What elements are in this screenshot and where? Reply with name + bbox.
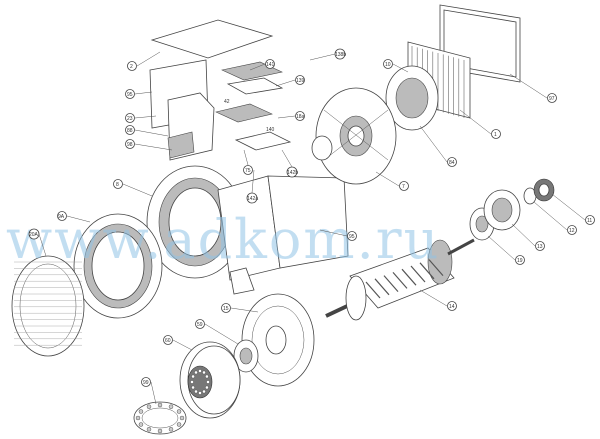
callout-75: 75	[245, 168, 251, 174]
rotor-winding	[401, 268, 417, 286]
callout-11: 11	[587, 218, 592, 224]
callout-88: 88	[127, 128, 133, 134]
bolt	[138, 409, 144, 414]
callout-59: 59	[197, 322, 203, 328]
watermark-text: www.adkom.ru	[6, 208, 440, 271]
bolt	[176, 422, 182, 427]
callout-13: 13	[537, 244, 543, 250]
terminal-plate	[167, 131, 195, 159]
callout-10: 10	[385, 62, 391, 68]
callout-12: 12	[569, 228, 575, 234]
callout-98: 98	[127, 142, 133, 148]
bolt	[146, 404, 152, 409]
disc-hole	[202, 370, 206, 375]
bolt-ring	[133, 401, 187, 435]
rotor-assembly	[325, 238, 475, 321]
bolt	[168, 404, 174, 409]
callout-140: 140	[266, 127, 275, 133]
callout-142b: 142b	[287, 170, 298, 176]
disc-hole	[206, 380, 210, 384]
bolt	[179, 415, 185, 421]
callout-95: 95	[127, 92, 133, 98]
terminal-block-assembly	[215, 61, 292, 151]
callout-99: 99	[143, 380, 149, 386]
stator-frame	[146, 165, 349, 295]
rotor-winding	[410, 265, 426, 283]
disc-hole	[191, 385, 195, 390]
callout-138b: 138b	[335, 52, 346, 58]
bolt	[168, 427, 174, 432]
fan-hub	[233, 339, 259, 373]
disc-hole	[202, 389, 206, 394]
callout-2: 2	[130, 64, 133, 70]
stator-core	[73, 213, 163, 319]
rotor-winding	[419, 262, 435, 280]
mesh-screen	[11, 255, 85, 357]
disc-hole	[191, 374, 195, 379]
callout-14: 14	[449, 304, 455, 310]
bolt	[157, 402, 163, 408]
bolt	[157, 428, 163, 434]
callout-84: 84	[449, 160, 455, 166]
callout-142a: 142a	[247, 196, 258, 202]
cooling-fan	[241, 293, 315, 387]
callout-23: 23	[127, 116, 133, 122]
top-cover-plate	[150, 19, 274, 59]
rotor-winding	[392, 272, 408, 289]
callout-1: 1	[494, 132, 497, 138]
callout-97: 97	[549, 96, 555, 102]
rotor-winding	[383, 275, 399, 292]
bolt	[146, 427, 152, 432]
callout-7: 7	[402, 184, 405, 190]
rotor-winding	[428, 259, 444, 276]
exciter-rotor	[483, 189, 521, 231]
coupling-disc	[179, 341, 241, 419]
bolt	[138, 422, 144, 427]
callout-15: 15	[223, 306, 229, 312]
disc-hole	[205, 385, 209, 390]
disc-hole	[205, 374, 209, 379]
disc-hole	[198, 369, 202, 373]
rotor-winding	[374, 278, 390, 296]
callout-8: 8	[116, 182, 119, 188]
disc-hole	[194, 389, 198, 394]
callout-141: 141	[266, 62, 275, 68]
callout-42: 42	[224, 99, 230, 105]
bearing-seal	[311, 135, 333, 161]
callout-60: 60	[165, 338, 171, 344]
callout-9a: 9A	[58, 214, 65, 220]
callout-20a: 20A	[29, 232, 39, 238]
callout-labels: 2 95 23 88 98 8 9A 20A 141 138b 139 42 1…	[28, 48, 595, 405]
callout-18a: 18a	[296, 114, 305, 120]
callout-19: 19	[517, 258, 523, 264]
bearing-bracket	[315, 87, 397, 185]
bolt	[135, 415, 141, 421]
rectifier-disc	[533, 178, 555, 202]
callout-95b: 95	[349, 234, 355, 240]
disc-hole	[198, 391, 202, 395]
disc-hole	[190, 380, 194, 384]
rotor-winding	[365, 281, 381, 299]
bolt	[176, 409, 182, 414]
callout-139: 139	[296, 78, 305, 84]
end-shield	[385, 65, 439, 131]
disc-hole	[194, 370, 198, 375]
